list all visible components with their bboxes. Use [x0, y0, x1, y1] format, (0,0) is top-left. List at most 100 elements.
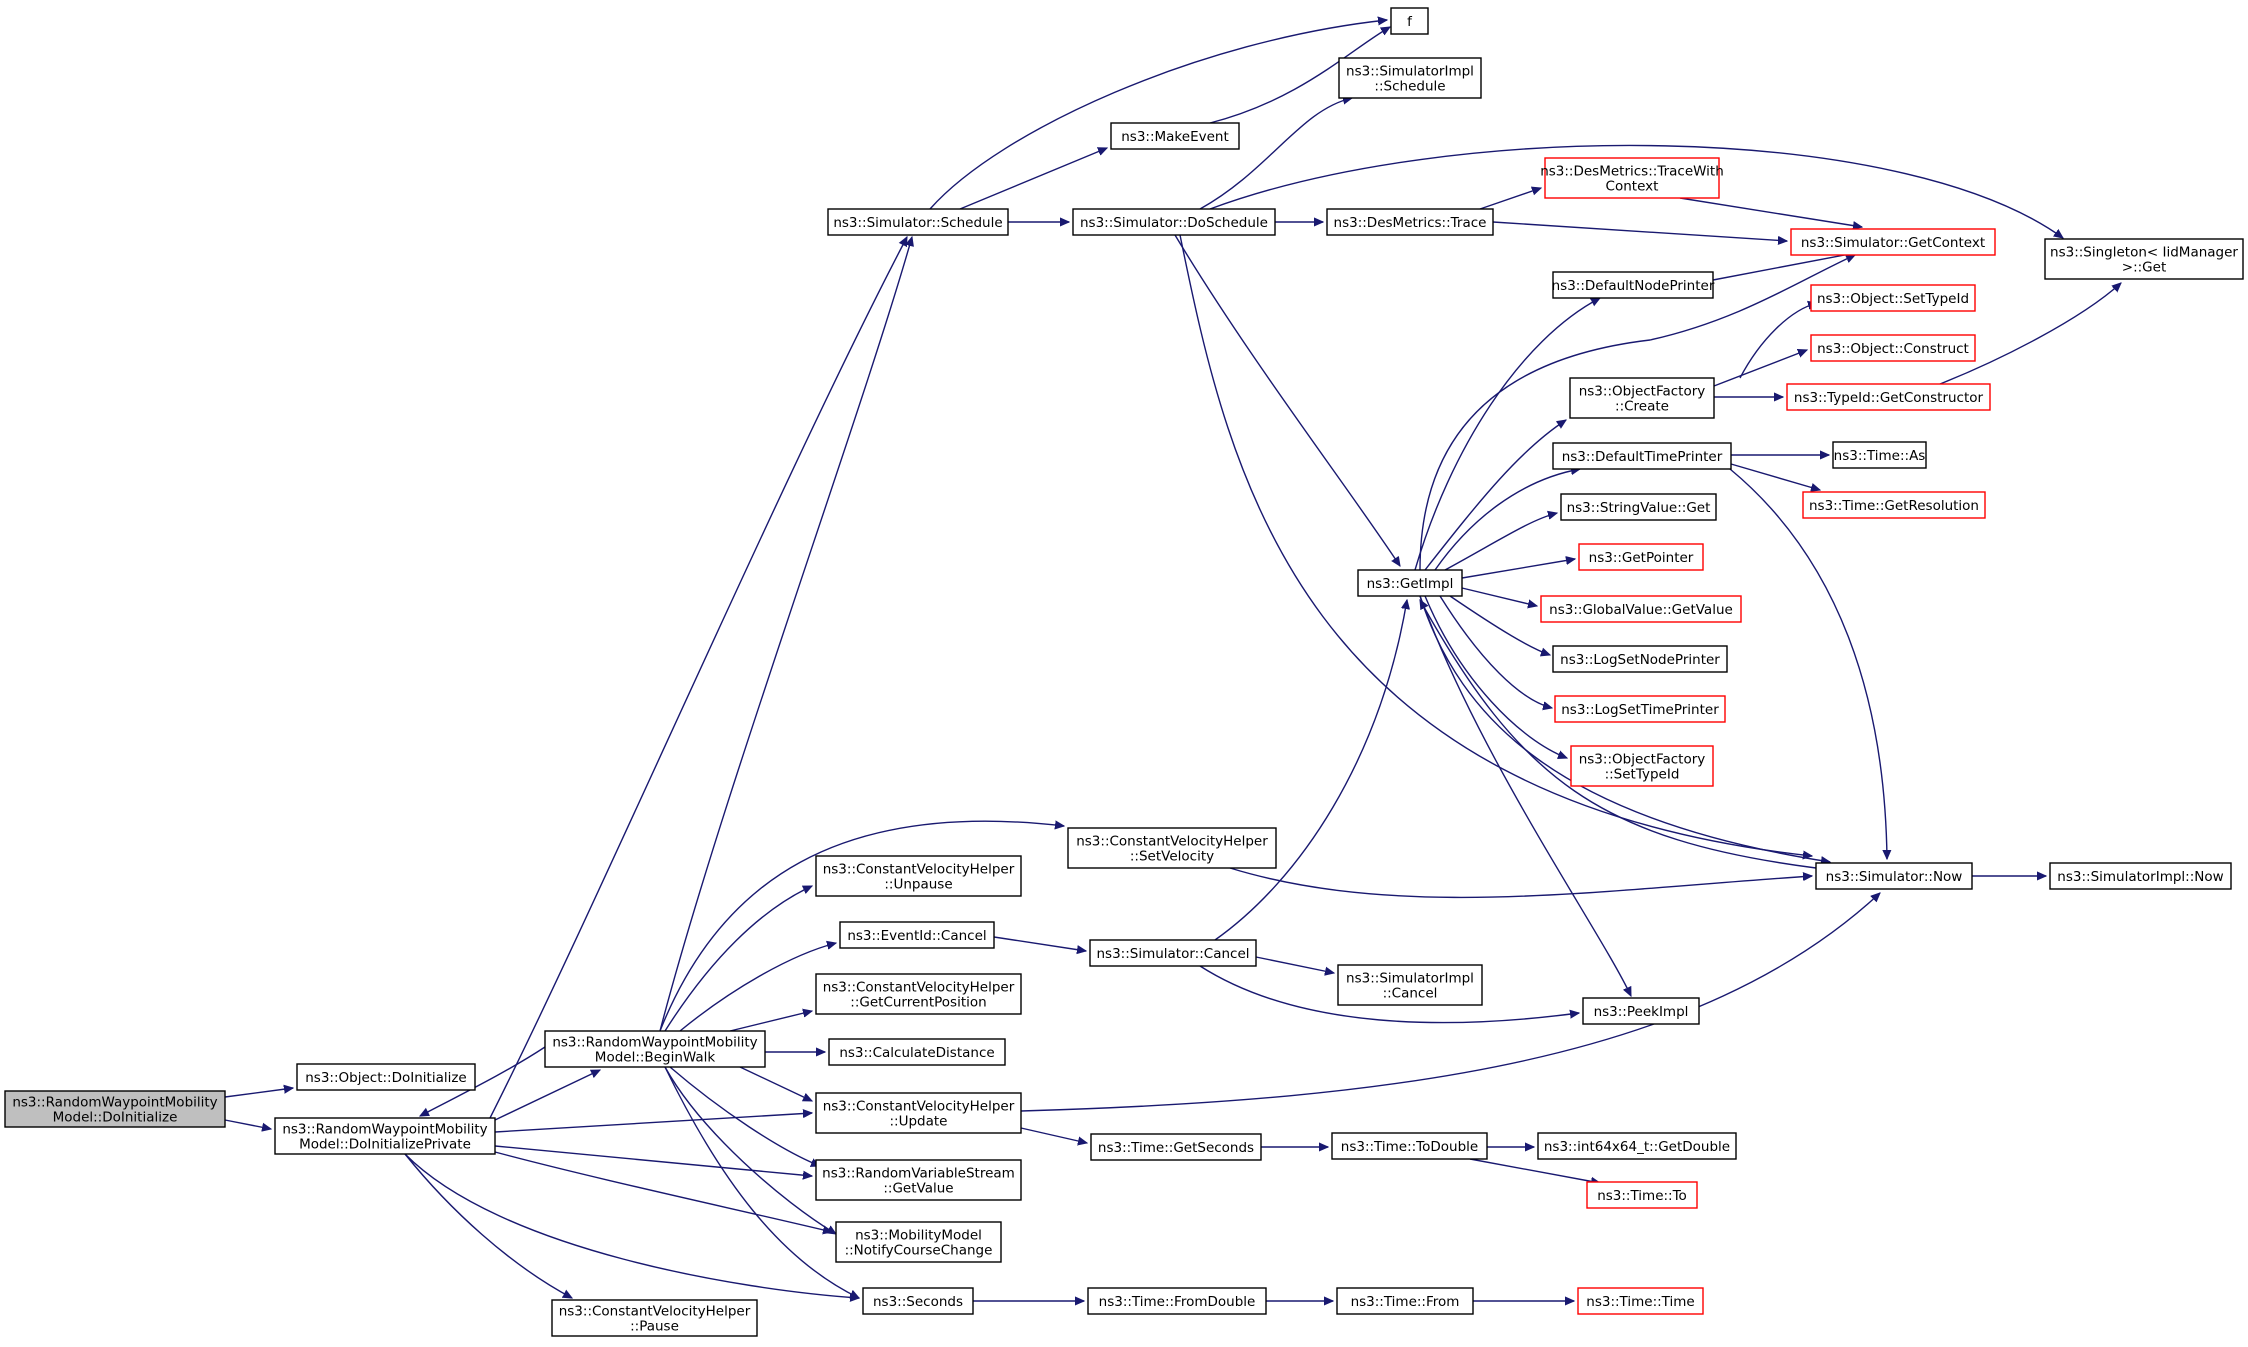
edge-getconstructor-to-singleton [1939, 283, 2121, 385]
node-setvelocity[interactable]: ns3::ConstantVelocityHelper::SetVelocity [1067, 827, 1277, 869]
node-objfactsettypeid[interactable]: ns3::ObjectFactory::SetTypeId [1570, 745, 1714, 787]
node-timeto[interactable]: ns3::Time::To [1586, 1181, 1698, 1209]
node-seconds[interactable]: ns3::Seconds [862, 1287, 974, 1315]
node-getseconds[interactable]: ns3::Time::GetSeconds [1090, 1133, 1262, 1161]
node-label: ::Unpause [884, 877, 952, 893]
node-label: ns3::RandomVariableStream [822, 1166, 1015, 1182]
node-calcdist[interactable]: ns3::CalculateDistance [828, 1038, 1006, 1066]
node-simimplcancel[interactable]: ns3::SimulatorImpl::Cancel [1337, 964, 1483, 1006]
edge-root-to-objdoinit [224, 1088, 293, 1098]
node-pause[interactable]: ns3::ConstantVelocityHelper::Pause [551, 1299, 758, 1337]
node-label: ns3::ObjectFactory [1579, 384, 1706, 400]
node-label: ns3::RandomWaypointMobility [12, 1095, 217, 1111]
node-label: ns3::CalculateDistance [839, 1045, 994, 1061]
node-todouble[interactable]: ns3::Time::ToDouble [1331, 1132, 1488, 1160]
node-objfactcreate[interactable]: ns3::ObjectFactory::Create [1569, 377, 1715, 419]
node-box [544, 1030, 766, 1068]
node-getresolution[interactable]: ns3::Time::GetResolution [1802, 491, 1986, 519]
node-box [551, 1299, 758, 1337]
node-getpointer[interactable]: ns3::GetPointer [1578, 543, 1704, 571]
node-box [1810, 334, 1976, 362]
node-eventcancel[interactable]: ns3::EventId::Cancel [839, 921, 995, 949]
node-doschedule[interactable]: ns3::Simulator::DoSchedule [1072, 208, 1276, 236]
node-box [274, 1117, 496, 1155]
node-label: ns3::EventId::Cancel [847, 928, 986, 944]
node-label: ::Create [1615, 399, 1669, 415]
node-box [839, 921, 995, 949]
node-box [1586, 1181, 1698, 1209]
node-fromdouble[interactable]: ns3::Time::FromDouble [1087, 1287, 1267, 1315]
edge-getimpl-to-logsettime [1439, 595, 1552, 708]
edge-beginwalk-to-seconds [664, 1066, 859, 1299]
node-getimpl[interactable]: ns3::GetImpl [1357, 569, 1463, 597]
node-doinitpriv[interactable]: ns3::RandomWaypointMobilityModel::DoInit… [274, 1117, 496, 1155]
node-box [1090, 1133, 1262, 1161]
node-label: ns3::Time::ToDouble [1341, 1139, 1478, 1155]
node-simcancel[interactable]: ns3::Simulator::Cancel [1089, 939, 1257, 967]
edge-doinitpriv-to-rvsgetvalue [494, 1145, 812, 1176]
node-box [1802, 491, 1986, 519]
node-stringvalueget[interactable]: ns3::StringValue::Get [1560, 493, 1717, 521]
node-box [1554, 695, 1726, 723]
node-getcurpos[interactable]: ns3::ConstantVelocityHelper::GetCurrentP… [815, 973, 1022, 1015]
node-label: ns3::Simulator::Cancel [1096, 946, 1249, 962]
node-root[interactable]: ns3::RandomWaypointMobilityModel::DoInit… [4, 1090, 226, 1128]
node-label: ns3::ConstantVelocityHelper [823, 980, 1015, 996]
node-int64getdouble[interactable]: ns3::int64x64_t::GetDouble [1537, 1132, 1737, 1160]
node-makeevent[interactable]: ns3::MakeEvent [1110, 122, 1240, 150]
node-label: ::SetTypeId [1605, 767, 1680, 783]
node-box [815, 855, 1022, 897]
node-box [1537, 1132, 1737, 1160]
node-settypeid[interactable]: ns3::Object::SetTypeId [1810, 284, 1976, 312]
node-simnow[interactable]: ns3::Simulator::Now [1815, 862, 1973, 890]
edge-doinitpriv-to-seconds [404, 1153, 859, 1298]
node-label: ns3::ConstantVelocityHelper [1076, 834, 1268, 850]
node-box [1067, 827, 1277, 869]
node-box [1786, 383, 1991, 411]
node-beginwalk[interactable]: ns3::RandomWaypointMobilityModel::BeginW… [544, 1030, 766, 1068]
node-schedule[interactable]: ns3::Simulator::Schedule [827, 208, 1009, 236]
node-label: Context [1606, 179, 1659, 195]
node-timetime[interactable]: ns3::Time::Time [1577, 1287, 1704, 1315]
edge-schedule-to-makeevent [959, 148, 1107, 210]
node-f[interactable]: f [1390, 7, 1429, 35]
edges-layer [224, 20, 2121, 1301]
edge-doinitpriv-to-notifycourse [494, 1151, 832, 1232]
node-simimplnow[interactable]: ns3::SimulatorImpl::Now [2049, 862, 2232, 890]
edge-simcancel-to-simimplcancel [1255, 956, 1334, 973]
node-defnodeprinter[interactable]: ns3::DefaultNodePrinter [1552, 271, 1715, 299]
node-label: ns3::Time::GetSeconds [1098, 1140, 1254, 1156]
node-box [835, 1221, 1002, 1263]
edge-cvhupdate-to-getseconds [1020, 1127, 1087, 1143]
edge-makeevent-to-f [1209, 27, 1390, 124]
node-label: ns3::Simulator::Now [1826, 869, 1963, 885]
node-logsettime[interactable]: ns3::LogSetTimePrinter [1554, 695, 1726, 723]
edge-beginwalk-to-cvhupdate [739, 1066, 812, 1102]
node-getcontext[interactable]: ns3::Simulator::GetContext [1790, 228, 1996, 256]
edge-objfactcreate-to-construct [1713, 350, 1807, 387]
node-label: ns3::StringValue::Get [1567, 500, 1711, 516]
node-peekimpl[interactable]: ns3::PeekImpl [1582, 997, 1700, 1025]
node-rvsgetvalue[interactable]: ns3::RandomVariableStream::GetValue [815, 1159, 1022, 1201]
node-notifycourse[interactable]: ns3::MobilityModel::NotifyCourseChange [835, 1221, 1002, 1263]
node-cvhupdate[interactable]: ns3::ConstantVelocityHelper::Update [815, 1092, 1022, 1134]
node-box [1089, 939, 1257, 967]
node-logsetnode[interactable]: ns3::LogSetNodePrinter [1552, 645, 1728, 673]
node-objdoinit[interactable]: ns3::Object::DoInitialize [296, 1063, 476, 1091]
node-globalvalue[interactable]: ns3::GlobalValue::GetValue [1540, 595, 1742, 623]
node-unpause[interactable]: ns3::ConstantVelocityHelper::Unpause [815, 855, 1022, 897]
node-destrace[interactable]: ns3::DesMetrics::Trace [1326, 208, 1494, 236]
node-simimplsched[interactable]: ns3::SimulatorImpl::Schedule [1338, 57, 1482, 99]
edge-beginwalk-to-doinitpriv [420, 1046, 546, 1117]
node-label: ::NotifyCourseChange [845, 1243, 993, 1259]
node-timefrom[interactable]: ns3::Time::From [1336, 1287, 1474, 1315]
node-singleton[interactable]: ns3::Singleton< IidManager >::Get [2044, 238, 2244, 280]
node-construct[interactable]: ns3::Object::Construct [1810, 334, 1976, 362]
node-box [1552, 271, 1714, 299]
node-deftimeprinter[interactable]: ns3::DefaultTimePrinter [1552, 442, 1732, 470]
node-timeas[interactable]: ns3::Time::As [1832, 441, 1927, 469]
edge-getimpl-to-objfactsettypeid [1424, 595, 1567, 758]
node-getconstructor[interactable]: ns3::TypeId::GetConstructor [1786, 383, 1991, 411]
